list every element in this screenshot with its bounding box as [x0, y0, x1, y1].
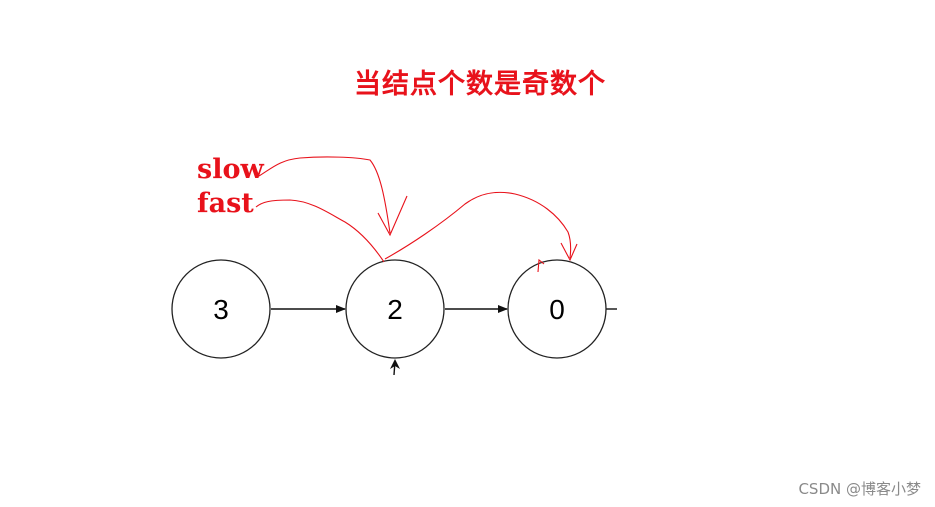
node-value: 3 [213, 294, 229, 325]
node-value: 0 [549, 294, 565, 325]
watermark: CSDN @博客小梦 [798, 480, 921, 498]
list-node-0 [507, 259, 607, 359]
slow-pointer-arrow [258, 156, 391, 234]
page-title: 当结点个数是奇数个 [354, 69, 606, 100]
fast-pointer-arrowhead [560, 242, 578, 262]
list-node-3 [171, 259, 271, 359]
fast-pointer-label: fast [197, 188, 254, 219]
fast-pointer-arrow-second-hop [384, 191, 572, 260]
back-arrow-below-node-2 [390, 359, 400, 376]
node-value: 2 [387, 294, 403, 325]
slow-pointer-arrowhead [377, 195, 408, 237]
fast-pointer-arrow-first-hop [255, 199, 385, 263]
slow-pointer-label: slow [197, 154, 264, 185]
list-node-2 [345, 259, 445, 359]
annotation-tick-mark [537, 258, 545, 273]
